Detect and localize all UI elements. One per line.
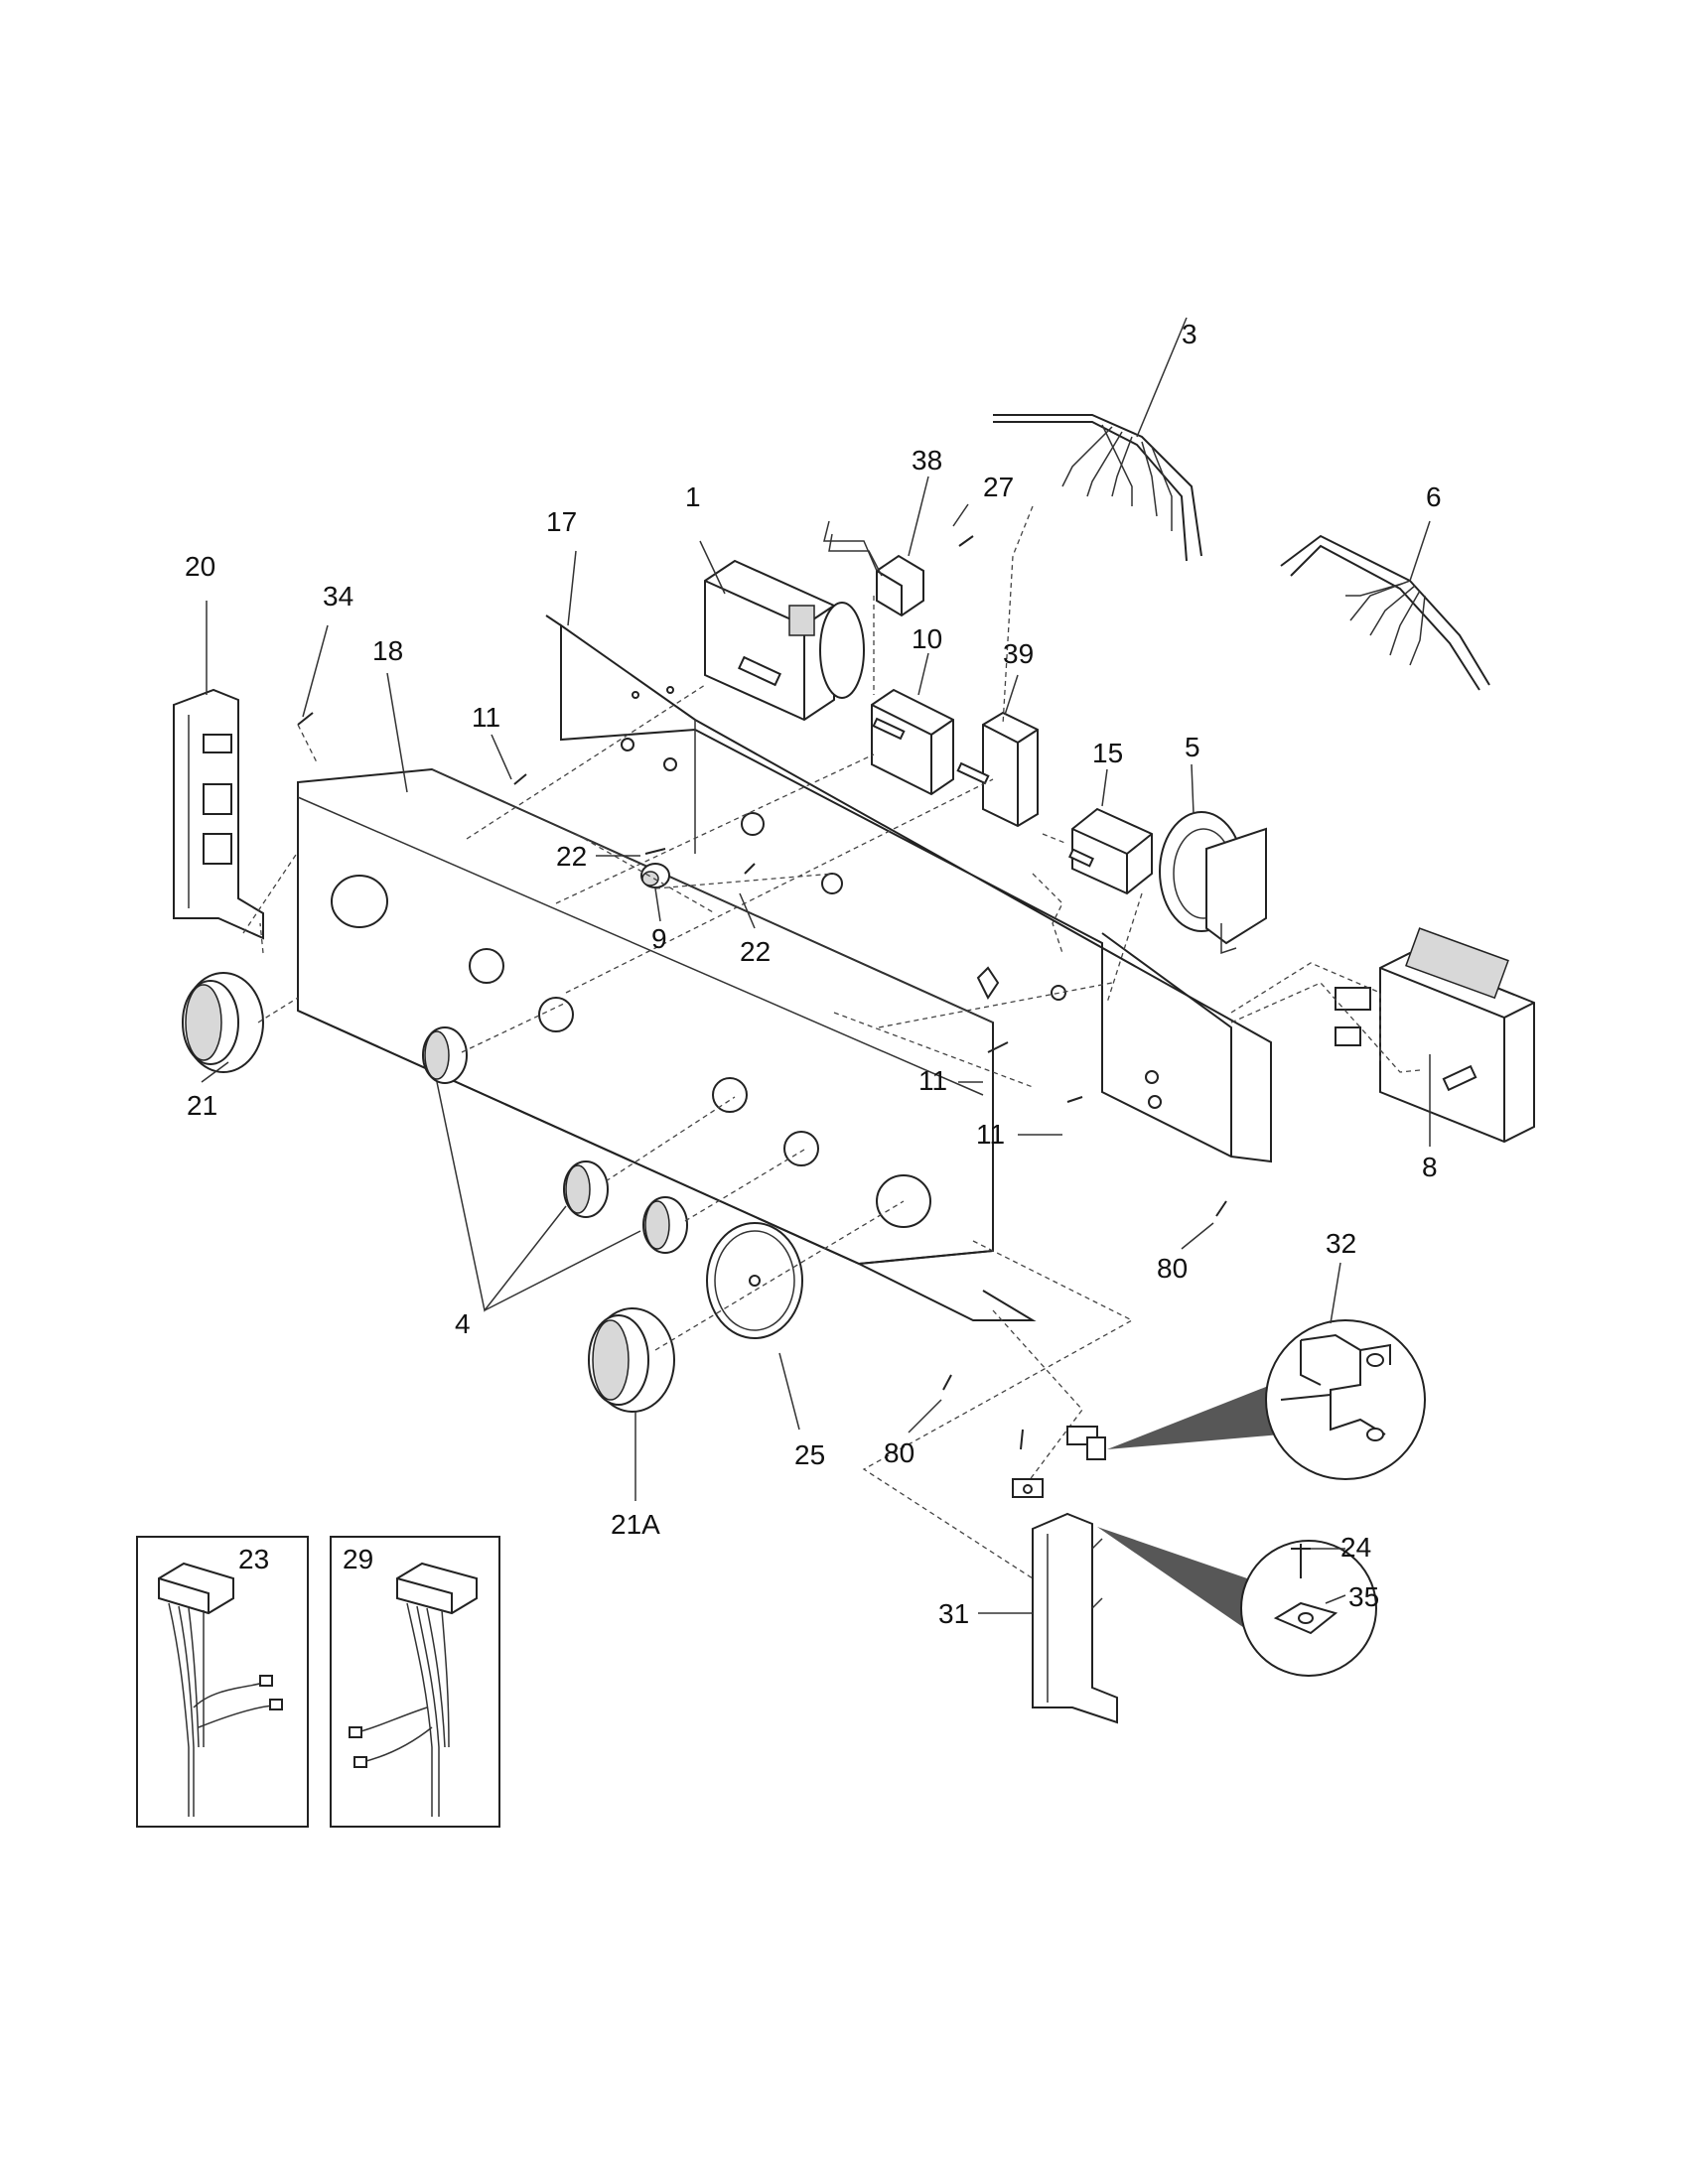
inset-box-29: [330, 1536, 500, 1828]
callout-4: 4: [455, 1308, 471, 1339]
selector-knob: [563, 1160, 609, 1218]
callout-34: 34: [323, 581, 353, 612]
callout-11: 11: [976, 1119, 1005, 1150]
callout-21a: 21A: [611, 1509, 660, 1540]
assembly-lines: [242, 505, 1421, 1579]
panel-hole: [538, 997, 574, 1032]
callout-6: 6: [1426, 481, 1442, 512]
callout-labels: 1 3 4 5 6 8 9 10 11 11 11 15 17 18 20 21…: [185, 319, 1442, 1629]
timer-knob: [182, 972, 264, 1073]
wire-harness: [1280, 534, 1490, 691]
selector-part: [956, 711, 1039, 828]
callout-18: 18: [372, 635, 403, 666]
timer-part: [704, 559, 865, 722]
detail-circle: [1265, 1319, 1426, 1480]
valve-assembly: [1335, 927, 1535, 1144]
callout-11: 11: [472, 702, 500, 733]
callout-10: 10: [912, 623, 942, 654]
selector-knob: [642, 1196, 688, 1254]
callout-22: 22: [740, 936, 771, 967]
callout-17: 17: [546, 506, 577, 537]
selector-knob: [422, 1026, 468, 1084]
panel-hole: [783, 1131, 819, 1166]
callout-32: 32: [1326, 1228, 1356, 1259]
console-end-bracket: [1032, 1512, 1118, 1724]
timer-knob: [588, 1307, 675, 1413]
console-end-cap: [173, 688, 264, 940]
callout-80: 80: [1157, 1253, 1188, 1284]
panel-hole: [712, 1077, 748, 1113]
leader-lines: [201, 317, 1431, 1614]
callout-5: 5: [1185, 732, 1200, 762]
clip-part: [1012, 1426, 1106, 1498]
callout-80: 80: [884, 1437, 914, 1468]
pressure-switch: [1159, 811, 1267, 955]
callout-27: 27: [983, 472, 1014, 502]
inset-box-23: [136, 1536, 309, 1828]
callout-15: 15: [1092, 738, 1123, 768]
callout-38: 38: [912, 445, 942, 476]
push-button: [640, 863, 670, 888]
callout-35: 35: [1348, 1581, 1379, 1612]
callout-29: 29: [343, 1544, 373, 1574]
callout-31: 31: [938, 1598, 969, 1629]
callout-9: 9: [651, 923, 667, 954]
callout-11: 11: [918, 1065, 947, 1096]
detail-circle: [1240, 1540, 1377, 1677]
callout-24: 24: [1340, 1532, 1371, 1563]
switch-part: [871, 688, 954, 796]
callout-22: 22: [556, 841, 587, 872]
callout-39: 39: [1003, 638, 1034, 669]
callout-21: 21: [187, 1090, 217, 1121]
callout-3: 3: [1182, 319, 1197, 349]
panel-hole: [331, 875, 388, 928]
callout-23: 23: [238, 1544, 269, 1574]
callout-20: 20: [185, 551, 215, 582]
switch-part: [1068, 807, 1153, 895]
wire-harness: [993, 414, 1202, 562]
screw: [297, 535, 1227, 1450]
panel-hole: [469, 948, 504, 984]
dial-disc: [706, 1222, 803, 1339]
console-panel: [297, 767, 1037, 1321]
callout-8: 8: [1422, 1152, 1438, 1182]
relay-part: [823, 520, 924, 617]
callout-25: 25: [794, 1439, 825, 1470]
callout-1: 1: [685, 481, 701, 512]
